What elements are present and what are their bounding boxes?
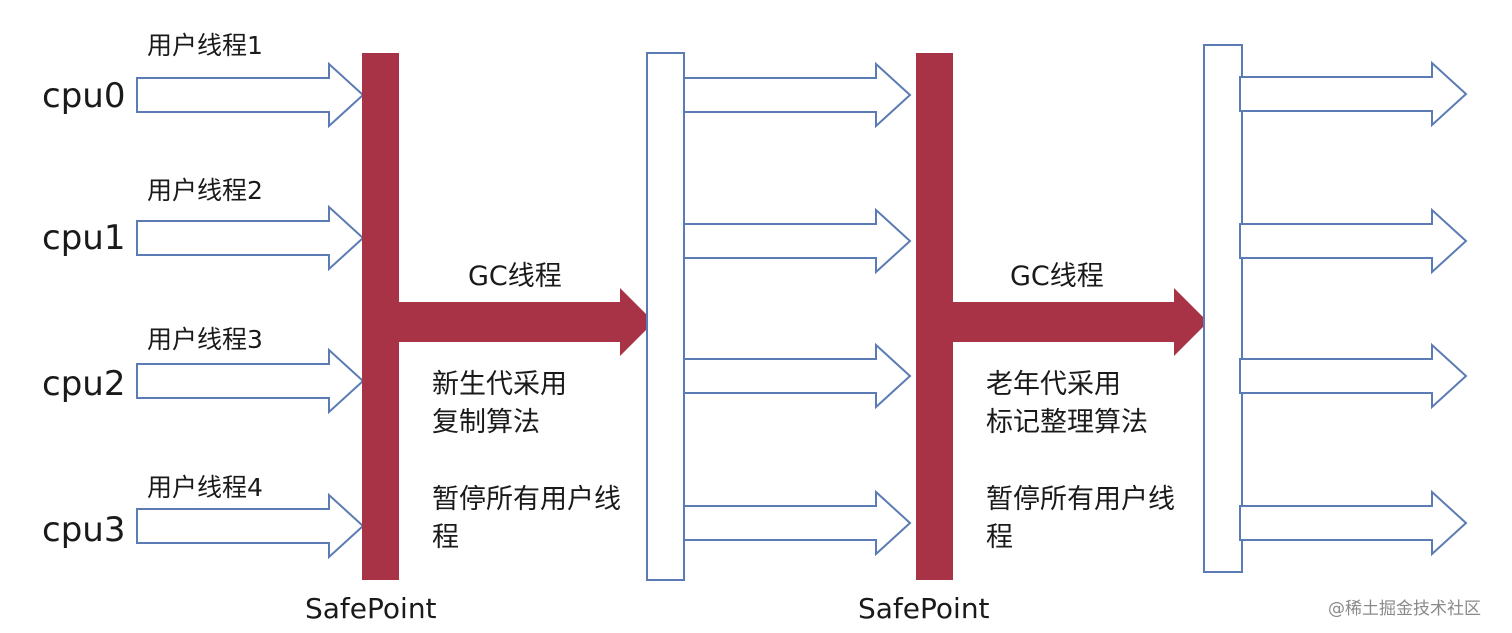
pause-text-2: 暂停所有用户线 程 <box>986 481 1175 557</box>
gc-thread-arrow-1 <box>399 288 654 356</box>
algorithm-text-1: 新生代采用 复制算法 <box>432 366 567 442</box>
pause-text-1: 暂停所有用户线 程 <box>432 481 621 557</box>
safepoint-bar-1 <box>362 53 399 580</box>
cpu0-thread-arrow <box>136 63 364 127</box>
pause-line-1a: 暂停所有用户线 <box>432 484 621 515</box>
cpu-label-1: cpu1 <box>42 218 126 258</box>
algorithm-line-1b: 复制算法 <box>432 407 540 438</box>
thread-label-2: 用户线程2 <box>147 176 263 205</box>
output-arrow-0 <box>1239 62 1467 126</box>
pause-box-2 <box>1203 44 1243 573</box>
safepoint-label-2: SafePoint <box>858 592 990 625</box>
cpu-label-0: cpu0 <box>42 76 126 116</box>
algorithm-line-2a: 老年代采用 <box>986 369 1121 400</box>
algorithm-line-2b: 标记整理算法 <box>986 407 1148 438</box>
gc-thread-label-1: GC线程 <box>468 261 562 292</box>
cpu1-thread-arrow <box>136 206 364 270</box>
output-arrow-1 <box>1239 209 1467 273</box>
watermark-text: @稀土掘金技术社区 <box>1328 599 1481 619</box>
cpu2-thread-arrow <box>136 349 364 413</box>
output-arrow-3 <box>1239 491 1467 555</box>
cpu-label-3: cpu3 <box>42 510 126 550</box>
cpu-label-2: cpu2 <box>42 364 126 404</box>
middle-arrow-2 <box>683 344 911 408</box>
pause-line-1b: 程 <box>432 522 459 553</box>
algorithm-line-1a: 新生代采用 <box>432 369 567 400</box>
gc-thread-arrow-2 <box>953 288 1208 356</box>
pause-line-2b: 程 <box>986 522 1013 553</box>
cpu3-thread-arrow <box>136 494 364 558</box>
middle-arrow-3 <box>683 491 911 555</box>
output-arrow-2 <box>1239 344 1467 408</box>
algorithm-text-2: 老年代采用 标记整理算法 <box>986 366 1148 442</box>
thread-label-3: 用户线程3 <box>147 325 263 354</box>
pause-line-2a: 暂停所有用户线 <box>986 484 1175 515</box>
thread-label-1: 用户线程1 <box>147 31 263 60</box>
middle-arrow-0 <box>683 63 911 127</box>
middle-arrow-1 <box>683 209 911 273</box>
gc-thread-label-2: GC线程 <box>1010 261 1104 292</box>
pause-box-1 <box>646 52 685 581</box>
safepoint-bar-2 <box>916 53 953 580</box>
thread-label-4: 用户线程4 <box>147 473 263 502</box>
safepoint-label-1: SafePoint <box>305 592 437 625</box>
